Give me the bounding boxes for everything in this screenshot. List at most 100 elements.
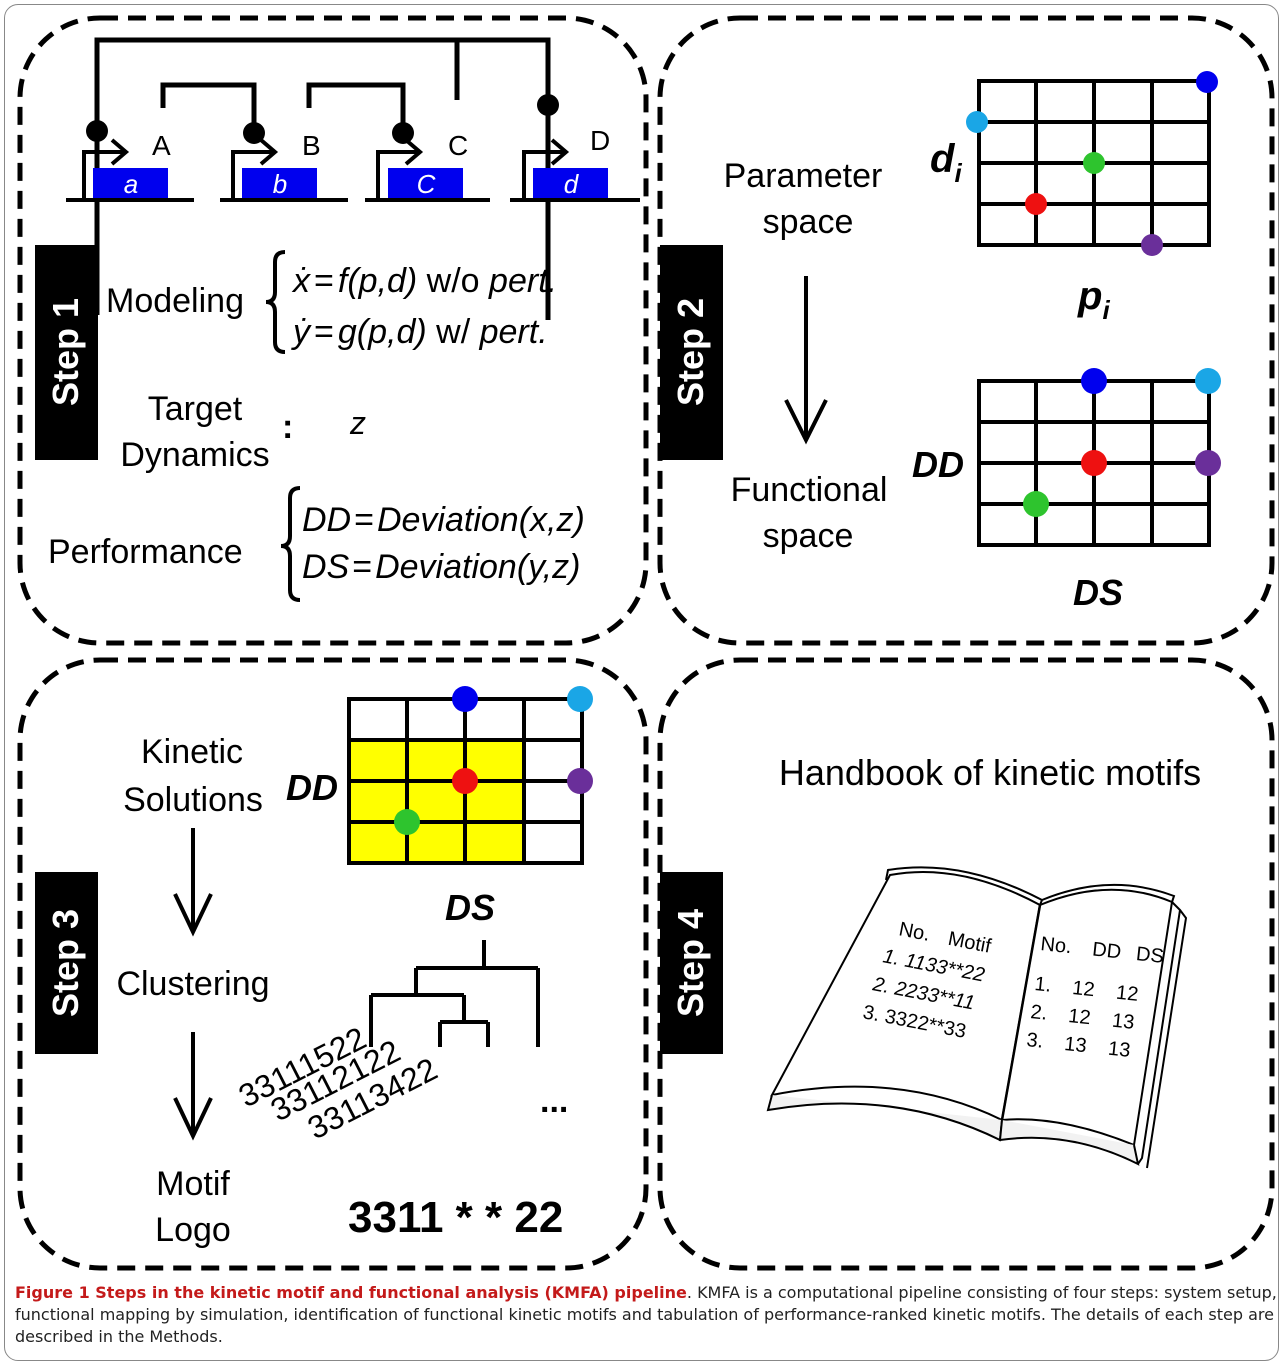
- func-axis-x: DS: [1073, 572, 1123, 613]
- kinetic-solutions-label: Kinetic Solutions: [123, 733, 263, 819]
- modeling-block: Modeling ẋ=f(p,d) w/o pert. ẏ=g(p,d) w/ …: [106, 250, 557, 354]
- functional-points: [1023, 368, 1221, 517]
- right-header-ds: DS: [1135, 943, 1165, 968]
- down-arrow-icon: [173, 1032, 213, 1141]
- solution-points: [394, 686, 593, 835]
- performance-block: Performance DD=Deviation(x,z) DS=Deviati…: [48, 486, 585, 602]
- step3-tab: Step 3: [35, 872, 98, 1054]
- modeling-eq1: ẋ=f(p,d) w/o pert.: [291, 262, 557, 300]
- brace-icon: [265, 250, 286, 354]
- svg-text:Step 3: Step 3: [45, 909, 86, 1017]
- solution-grid: [347, 697, 584, 865]
- step1-panel: [17, 15, 649, 646]
- point-purple: [567, 768, 593, 794]
- point-green: [394, 809, 420, 835]
- functional-space-label: Functional space: [731, 471, 888, 555]
- performance-label: Performance: [48, 533, 243, 571]
- svg-text:13: 13: [1063, 1033, 1087, 1057]
- motif-logo-value: 3311 * * 22: [348, 1193, 563, 1242]
- svg-text:Step 1: Step 1: [45, 298, 86, 406]
- gene-label: d: [564, 169, 580, 199]
- gene-box: [242, 168, 317, 198]
- gene-network: a b C d A B C D: [66, 37, 640, 320]
- clustering-label: Clustering: [116, 965, 269, 1003]
- step1-tab: Step 1: [35, 245, 98, 460]
- gene-box: [93, 168, 168, 198]
- svg-text:12: 12: [1067, 1005, 1091, 1029]
- svg-text:Target: Target: [148, 390, 243, 428]
- svg-text:Solutions: Solutions: [123, 781, 263, 819]
- right-header-dd: DD: [1091, 939, 1122, 964]
- gene-box: [388, 168, 463, 198]
- step2-panel: [657, 15, 1275, 646]
- point-blue: [1196, 71, 1218, 93]
- repression-cap-icon: [86, 120, 108, 142]
- protein-label: C: [448, 130, 468, 161]
- gene-label: a: [124, 169, 138, 199]
- down-arrow-icon: [784, 276, 828, 445]
- svg-text:2.: 2.: [1029, 1001, 1048, 1025]
- point-light-blue: [567, 686, 593, 712]
- right-header-no: No.: [1039, 933, 1072, 958]
- gene-box: [533, 168, 608, 198]
- point-blue: [452, 686, 478, 712]
- svg-text:Parameter: Parameter: [724, 157, 883, 195]
- figure-frame: [4, 4, 1279, 1361]
- point-purple: [1141, 234, 1163, 256]
- down-arrow-icon: [173, 828, 213, 937]
- protein-label: D: [590, 125, 610, 156]
- parameter-space-label: Parameter space: [724, 157, 883, 241]
- svg-text:space: space: [763, 517, 854, 555]
- performance-eq1: DD=Deviation(x,z): [302, 501, 585, 539]
- parameter-points: [966, 71, 1218, 256]
- step3-panel: [17, 657, 649, 1271]
- motif-logo-label: Motif Logo: [155, 1165, 231, 1249]
- svg-text:13: 13: [1107, 1038, 1131, 1062]
- step4-panel: [657, 657, 1275, 1271]
- performance-eq2: DS=Deviation(y,z): [302, 548, 580, 586]
- step4-tab: Step 4: [660, 872, 723, 1054]
- caption-text: . KMFA is a computational pipeline consi…: [15, 1283, 1277, 1346]
- gene-label: b: [273, 169, 287, 199]
- svg-text:Logo: Logo: [155, 1211, 231, 1249]
- motif-sequences: 33111522 33112122 33113422: [233, 1020, 443, 1147]
- repression-cap-icon: [537, 94, 559, 116]
- svg-text:Dynamics: Dynamics: [120, 436, 269, 474]
- handbook-title: Handbook of kinetic motifs: [779, 752, 1201, 793]
- point-red: [452, 768, 478, 794]
- point-light-blue: [1195, 368, 1221, 394]
- func-axis-y: DD: [912, 444, 964, 485]
- dendrogram: [369, 940, 540, 1047]
- figure-caption: Figure 1 Steps in the kinetic motif and …: [15, 1282, 1277, 1348]
- protein-label: A: [152, 130, 171, 161]
- svg-text:1.: 1.: [1033, 973, 1052, 997]
- svg-text::: :: [282, 408, 293, 446]
- svg-text:Motif: Motif: [156, 1165, 230, 1203]
- svg-text:Functional: Functional: [731, 471, 888, 509]
- svg-text:space: space: [763, 203, 854, 241]
- sequence-ellipsis: ...: [540, 1082, 568, 1120]
- book-right-page: No. DD DS 1. 12 12 2. 12 13 3. 13 13: [1025, 933, 1164, 1062]
- point-purple: [1195, 450, 1221, 476]
- repression-cap-icon: [243, 122, 265, 144]
- target-block: Target Dynamics : z: [120, 390, 366, 474]
- book-icon: [766, 866, 1188, 1169]
- modeling-label: Modeling: [106, 282, 244, 320]
- svg-text:Step 4: Step 4: [670, 909, 711, 1017]
- point-blue: [1081, 368, 1107, 394]
- svg-text:3.: 3.: [1025, 1029, 1044, 1053]
- repression-cap-icon: [392, 122, 414, 144]
- svg-text:12: 12: [1071, 977, 1095, 1001]
- point-red: [1081, 450, 1107, 476]
- point-green: [1023, 491, 1049, 517]
- protein-label: B: [302, 130, 321, 161]
- solution-axis-y: DD: [286, 767, 338, 808]
- step2-tab: Step 2: [660, 245, 723, 460]
- svg-text:12: 12: [1115, 982, 1139, 1006]
- param-axis-x: pi: [1077, 274, 1110, 325]
- gene-label: C: [417, 169, 436, 199]
- brace-icon: [280, 486, 301, 602]
- param-axis-y: di: [930, 137, 962, 188]
- svg-text:z: z: [349, 405, 366, 441]
